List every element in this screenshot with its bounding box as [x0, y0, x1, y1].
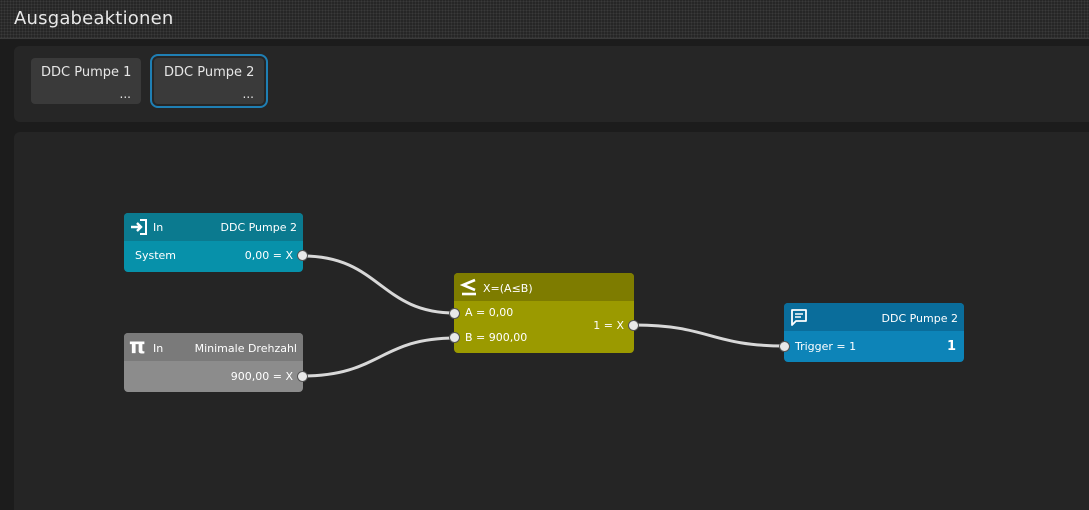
tab-label: DDC Pumpe 1 — [41, 65, 132, 80]
output-node[interactable]: DDC Pumpe 2 Trigger = 1 1 — [779, 303, 964, 362]
constant-node[interactable]: π In Minimale Drehzahl 900,00 = X — [124, 333, 308, 392]
output-port[interactable] — [297, 371, 308, 382]
message-icon — [791, 309, 807, 326]
output-label: 1 = X — [593, 319, 624, 332]
node-header — [454, 273, 634, 301]
tab-more[interactable]: ... — [242, 87, 254, 101]
tabs-panel: DDC Pumpe 1 ... DDC Pumpe 2 ... — [14, 46, 1089, 122]
node-row-label: System — [135, 249, 177, 262]
node-value: 900,00 = X — [230, 370, 293, 383]
login-arrow-icon — [131, 219, 147, 235]
input-port-b[interactable] — [449, 332, 460, 343]
tab-ddc-pumpe-1[interactable]: DDC Pumpe 1 ... — [31, 58, 141, 104]
window-title: Ausgabeaktionen — [14, 8, 174, 29]
node-header — [784, 303, 964, 331]
pi-icon: π — [129, 334, 146, 358]
node-header — [124, 213, 303, 241]
title-bar: Ausgabeaktionen — [0, 0, 1089, 39]
tab-label: DDC Pumpe 2 — [164, 65, 255, 80]
output-port[interactable] — [628, 320, 639, 331]
tab-more[interactable]: ... — [119, 87, 131, 101]
output-port[interactable] — [297, 250, 308, 261]
input-port-a[interactable] — [449, 308, 460, 319]
node-name: DDC Pumpe 2 — [881, 312, 959, 325]
input-node[interactable]: In DDC Pumpe 2 System 0,00 = X — [124, 213, 308, 272]
output-value: 1 — [946, 339, 956, 354]
node-header — [124, 333, 303, 361]
node-name: DDC Pumpe 2 — [220, 221, 298, 234]
node-formula: X=(A≤B) — [483, 282, 533, 295]
compare-node[interactable]: X=(A≤B) A = 0,00 B = 900,00 1 = X — [449, 273, 639, 353]
node-value: 0,00 = X — [244, 249, 293, 262]
node-name: Minimale Drehzahl — [194, 342, 297, 355]
less-equal-icon — [460, 278, 476, 296]
node-kind: In — [153, 342, 164, 355]
tab-ddc-pumpe-2[interactable]: DDC Pumpe 2 ... — [150, 54, 268, 108]
input-b-label: B = 900,00 — [465, 331, 528, 344]
trigger-label: Trigger = 1 — [795, 340, 857, 353]
trigger-input-port[interactable] — [779, 341, 790, 352]
node-kind: In — [153, 221, 164, 234]
input-a-label: A = 0,00 — [465, 306, 514, 319]
